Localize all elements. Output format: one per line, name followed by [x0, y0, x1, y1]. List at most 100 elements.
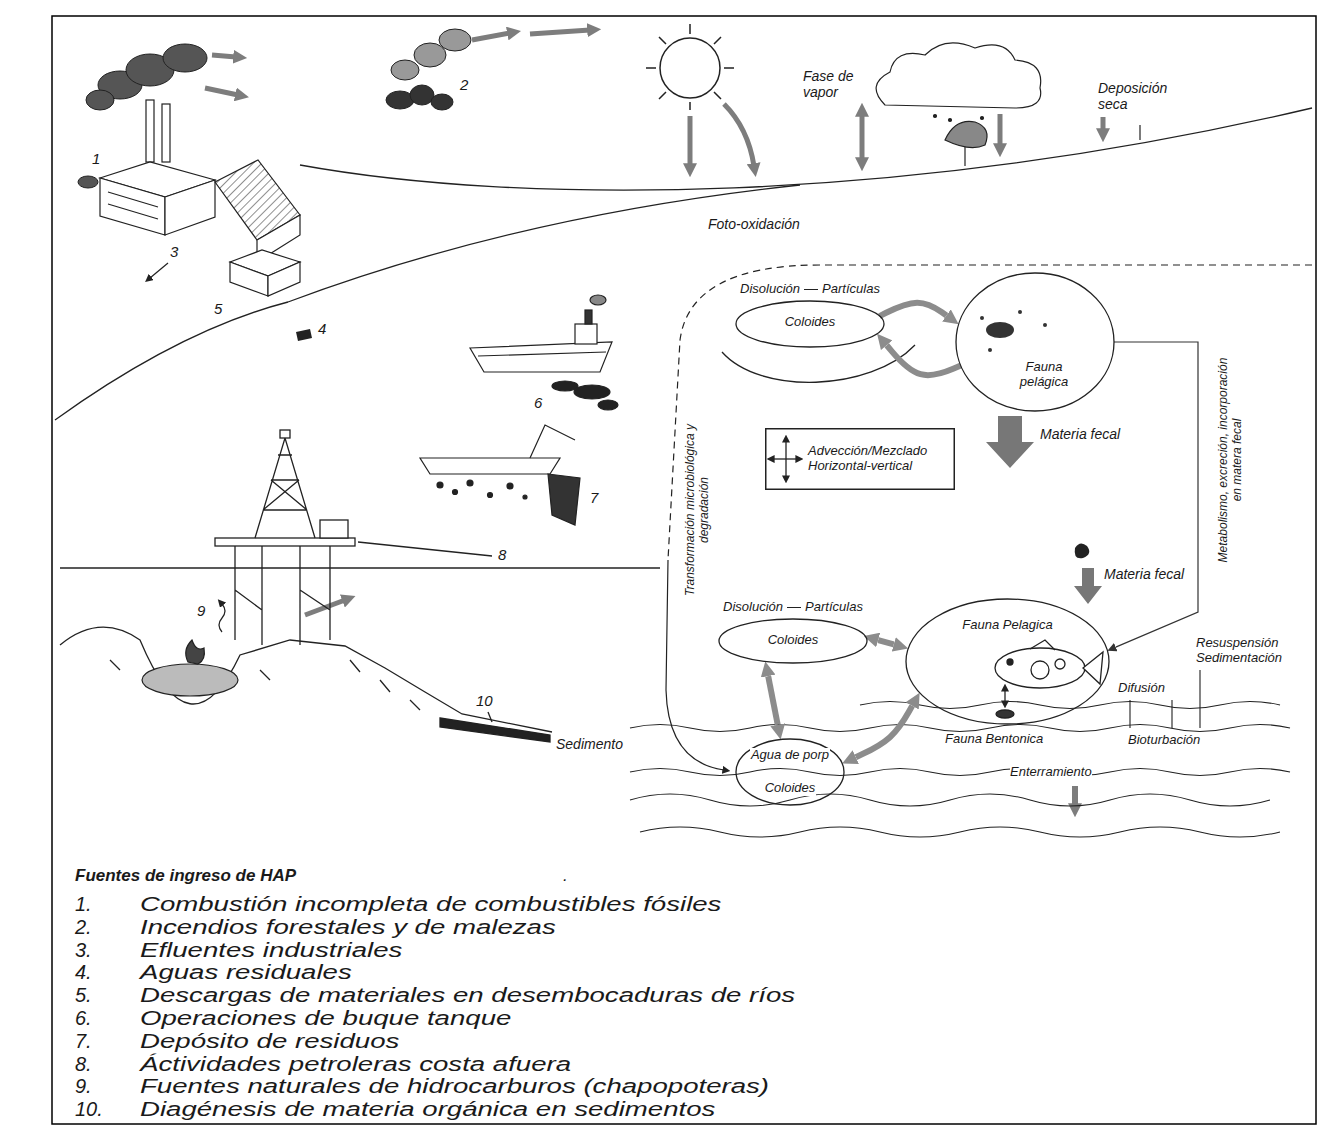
effluent: [150, 263, 168, 278]
natural-seep: [142, 604, 238, 696]
label-anchor: Fase de vapor: [803, 68, 867, 100]
label-anchor: 7.: [75, 1030, 92, 1052]
node-content: Fauna pelágica: [955, 272, 1115, 412]
node-text: Advección/Mezclado Horizontal-vertical: [807, 444, 947, 474]
transport-arrow: [305, 600, 345, 615]
box-outline: [766, 429, 955, 490]
link-dash: [804, 289, 818, 290]
list-number: 10.: [75, 1098, 103, 1120]
label-anchor: 10: [476, 692, 493, 709]
label-anchor: Incendios forestales y de malezas: [140, 916, 441, 938]
list-number: 1.: [75, 893, 92, 915]
ellipse-outline: [719, 619, 867, 663]
label-anchor: 6.: [75, 1007, 92, 1029]
flow-arrow: [878, 640, 894, 644]
callout-number: 8: [498, 546, 506, 563]
fish: [1004, 690, 1005, 702]
transport-arrow: [688, 116, 693, 166]
waste-barge: [420, 425, 580, 525]
zone-label: Sedimento: [556, 736, 623, 752]
zone-label: Fauna Bentonica: [945, 732, 1043, 747]
factory: [100, 178, 165, 235]
label-anchor: Materia fecal: [1040, 426, 1120, 442]
seabed: [110, 660, 420, 710]
label-anchor: 6: [534, 394, 542, 411]
flow-arrow: [768, 676, 778, 725]
transport-arrow: [205, 88, 238, 95]
biota-circle: Fauna Pelagica: [905, 598, 1110, 725]
label-anchor: 9.: [75, 1075, 92, 1097]
flow-arrow: [887, 345, 961, 375]
fish: [1007, 659, 1013, 665]
cloud: [934, 115, 937, 118]
mixing-icon: [773, 458, 797, 459]
label-anchor: 7: [590, 489, 598, 506]
callout-number: 3: [170, 243, 178, 260]
phase-ellipse: DisoluciónPartículasColoides: [718, 600, 868, 664]
label-anchor: Descargas de materiales en desembocadura…: [140, 984, 615, 1006]
node-text: Partículas: [821, 282, 881, 297]
list-number: 7.: [75, 1030, 92, 1052]
node-content: DisoluciónPartículasColoides: [718, 600, 868, 664]
waste-barge: [467, 480, 473, 486]
mixing-icon: [773, 441, 797, 477]
callout-number: 10: [476, 692, 493, 709]
phase-ellipse: DisoluciónPartículasColoides: [735, 282, 885, 348]
process-label: Foto-oxidación: [708, 216, 800, 232]
list-item: Efluentes industriales: [140, 939, 402, 961]
fire: [431, 94, 453, 110]
node-content: Fauna Pelagica: [905, 598, 1110, 725]
label-anchor: 2.: [75, 916, 92, 938]
sediment-layer: [630, 670, 1290, 837]
horizon-line: [722, 345, 915, 382]
label-anchor: 5: [214, 300, 222, 317]
list-item: Descargas de materiales en desembocadura…: [140, 984, 795, 1006]
seabed: [60, 627, 552, 742]
transport-arrow: [530, 30, 590, 34]
list-number: 3.: [75, 939, 92, 961]
sediment-layer: [630, 725, 1290, 732]
factory: [165, 180, 215, 235]
node-text: Coloides: [784, 315, 837, 330]
label-anchor: Sedimento: [556, 736, 623, 752]
label-anchor: Áctividades petroleras costa afuera: [140, 1053, 452, 1075]
label-anchor: Transformación microbiológica y degradac…: [683, 410, 711, 610]
fish-school: [1018, 310, 1022, 314]
oil-platform: [215, 538, 355, 546]
stray-mark: .: [563, 866, 568, 886]
fish-school: [980, 316, 984, 320]
oil-platform: [320, 520, 348, 538]
ellipse-outline: [906, 599, 1109, 724]
process-label: Bioturbación: [1128, 733, 1200, 748]
fish-school: [980, 310, 1047, 352]
factory: [230, 262, 268, 296]
label-anchor: 3: [170, 243, 178, 260]
node-text: Partículas: [804, 600, 864, 615]
smoke-plume: [78, 176, 98, 188]
label-anchor: Fuentes naturales de hidrocarburos (chap…: [140, 1075, 596, 1097]
transport-arrow: [1101, 117, 1106, 131]
process-label: Materia fecal: [1104, 566, 1184, 582]
list-item: Aguas residuales: [140, 961, 352, 983]
fish: [1030, 640, 1055, 650]
label-anchor: 10.: [75, 1098, 103, 1120]
fire: [414, 43, 446, 67]
label-anchor: 8.: [75, 1053, 92, 1075]
tanker-ship: [470, 342, 612, 372]
oil-platform: [215, 430, 492, 645]
list-number: 9.: [75, 1075, 92, 1097]
callout-number: 9: [197, 602, 205, 619]
sun: [646, 24, 734, 110]
label-anchor: 4.: [75, 961, 92, 983]
process-box: Advección/Mezclado Horizontal-vertical: [765, 428, 955, 490]
tanker-ship: [575, 324, 597, 344]
callout-number: 6: [534, 394, 542, 411]
factory: [268, 262, 300, 296]
horizon-line: [60, 567, 660, 568]
fish: [995, 648, 1085, 688]
list-number: 8.: [75, 1053, 92, 1075]
transport-arrow: [212, 55, 236, 57]
list-heading: Fuentes de ingreso de HAP: [75, 866, 296, 886]
ellipse-outline: [736, 301, 884, 347]
